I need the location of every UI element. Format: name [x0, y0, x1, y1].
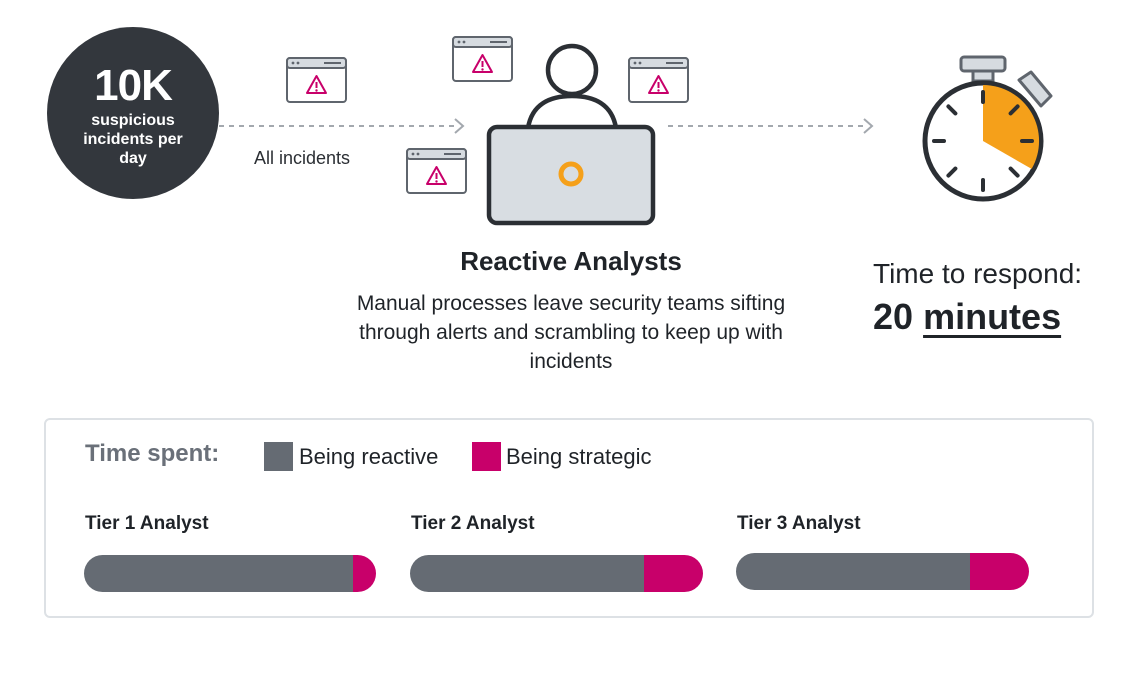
tier-1-strategic-segment	[352, 555, 376, 592]
time-to-respond-label: Time to respond:	[873, 258, 1083, 289]
tier-3-label: Tier 3 Analyst	[737, 513, 861, 534]
legend-label-strategic: Being strategic	[506, 444, 652, 469]
tier-2-reactive-segment	[410, 555, 645, 592]
alert-window-icon	[628, 57, 689, 103]
tier-1-bar	[84, 555, 376, 592]
alert-window-icon	[406, 148, 467, 194]
center-title: Reactive Analysts	[460, 246, 682, 276]
respond-unit: minutes	[923, 296, 1062, 337]
tier-2-label: Tier 2 Analyst	[411, 513, 535, 534]
tier-3-strategic-segment	[970, 553, 1029, 590]
elapsed-time-wedge	[983, 84, 1040, 169]
tier-2-bar	[410, 555, 703, 592]
analyst-person-icon	[525, 43, 619, 131]
legend-label-reactive: Being reactive	[299, 444, 439, 469]
legend-swatch-strategic	[472, 442, 501, 471]
center-description: Manual processes leave security teams si…	[356, 292, 786, 373]
arrow-right-icon	[219, 118, 465, 134]
legend-swatch-reactive	[264, 442, 293, 471]
tier-2-strategic-segment	[644, 555, 703, 592]
legend-title: Time spent:	[85, 440, 220, 467]
stopwatch-icon	[922, 55, 1053, 202]
incident-count-circle: 10K suspicious incidents per day	[47, 27, 219, 199]
time-spent-panel	[44, 418, 1094, 618]
incident-count: 10K	[94, 61, 173, 110]
alert-window-icon	[286, 57, 347, 103]
respond-number: 20	[873, 296, 914, 337]
arrow-label: All incidents	[254, 148, 351, 168]
alert-window-icon	[452, 36, 513, 82]
incident-count-label: suspicious incidents per day	[83, 112, 183, 167]
tier-1-reactive-segment	[84, 555, 353, 592]
arrow-right-icon	[668, 118, 874, 134]
tier-1-label: Tier 1 Analyst	[85, 513, 209, 534]
laptop-icon	[486, 124, 656, 226]
tier-3-bar	[736, 553, 1029, 590]
tier-3-reactive-segment	[736, 553, 971, 590]
time-to-respond-value: 20 minutes	[873, 296, 1061, 338]
